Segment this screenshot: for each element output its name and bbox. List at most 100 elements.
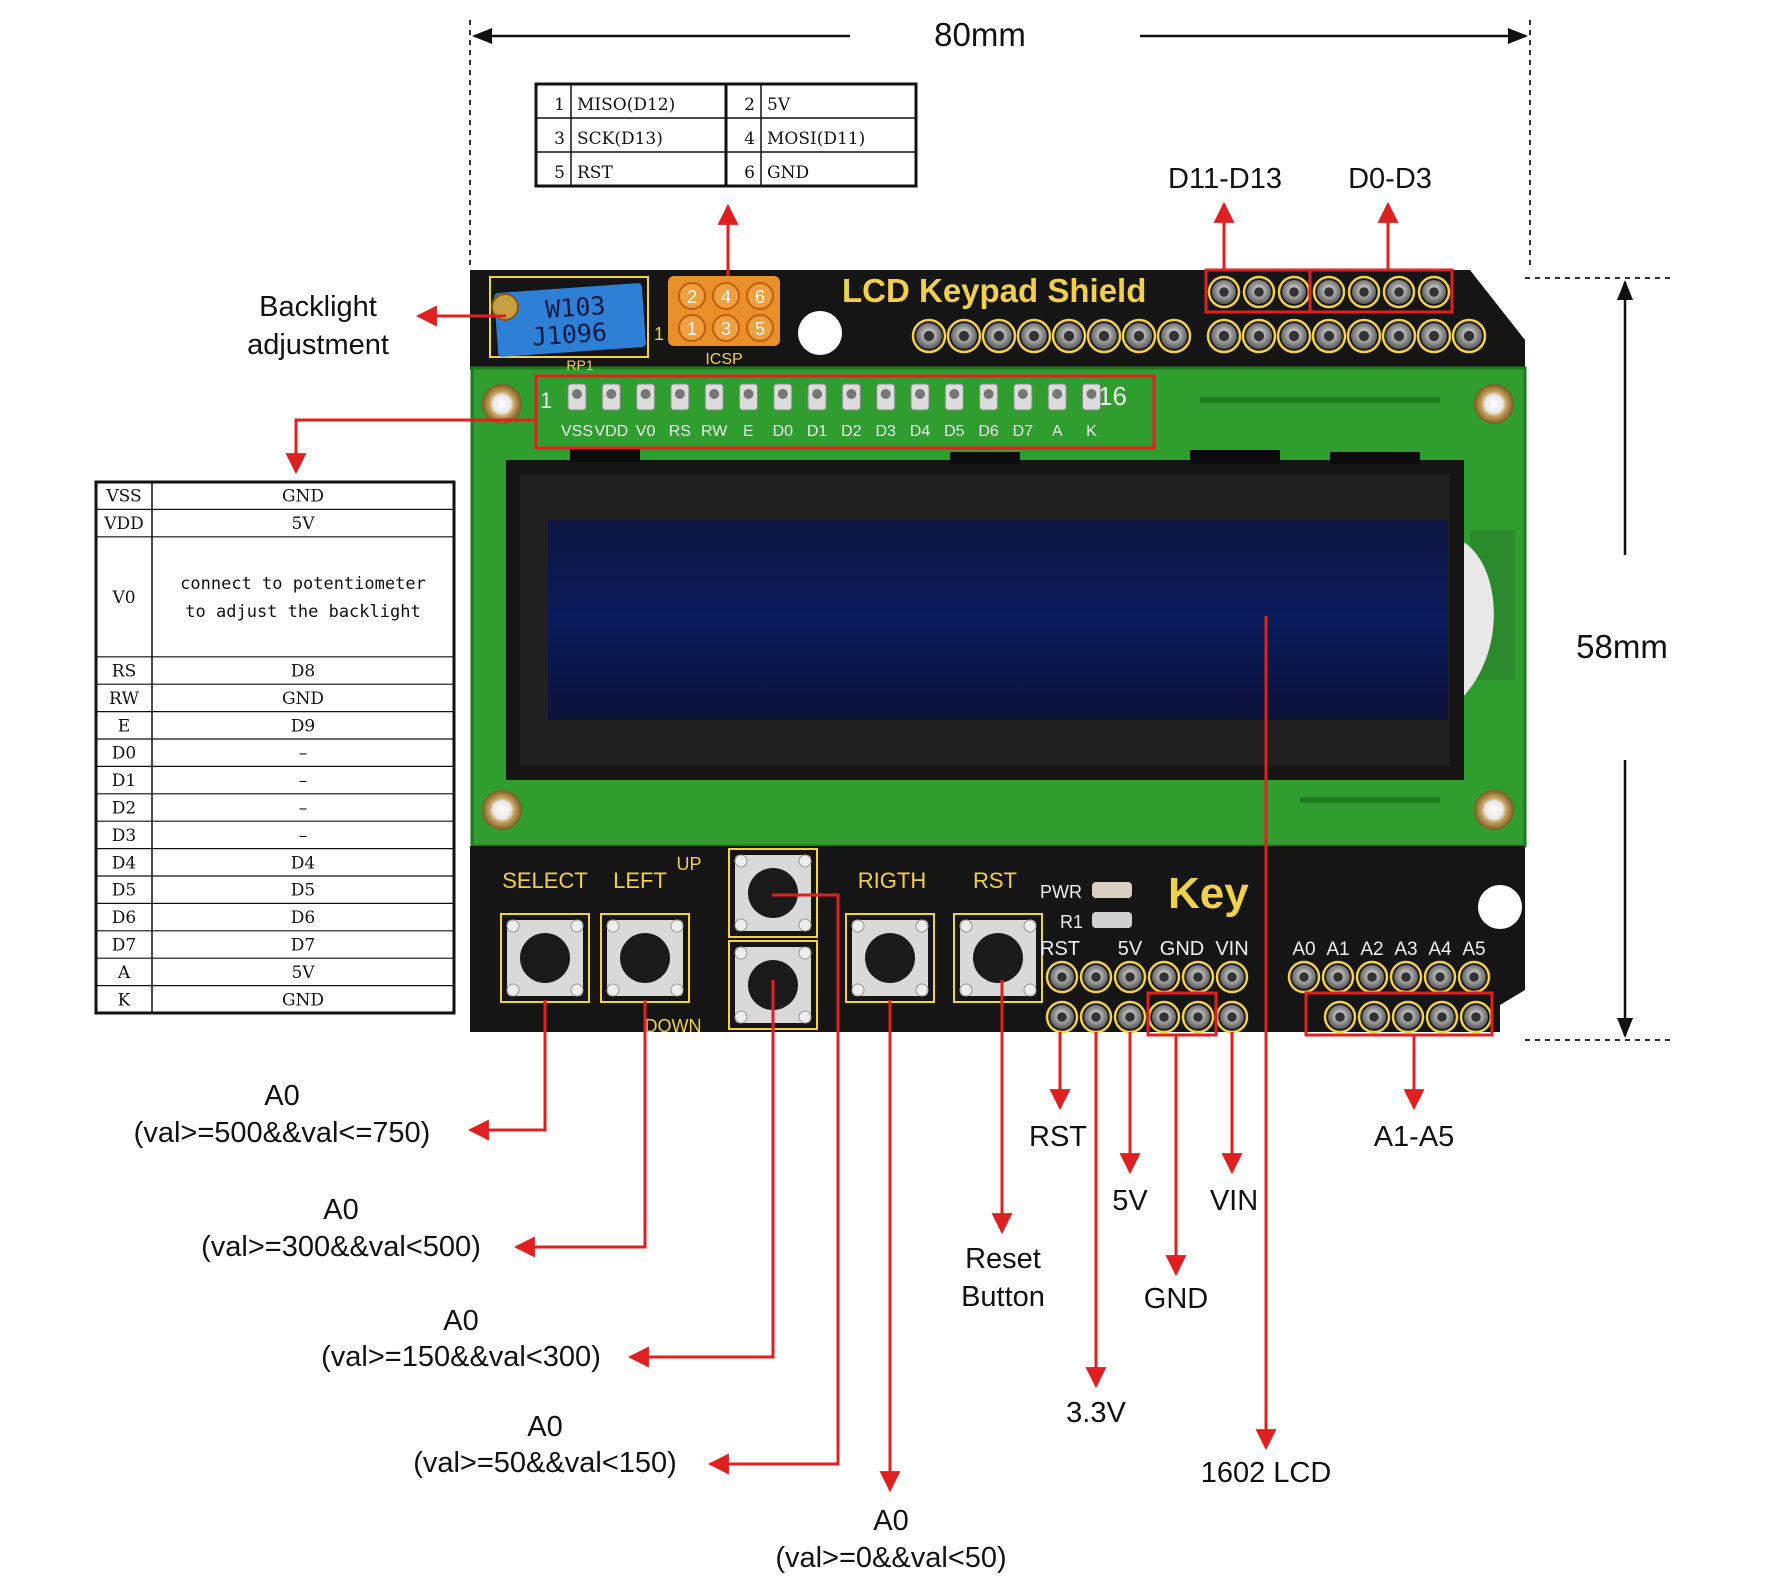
- icsp-pin-number: 5: [554, 163, 565, 183]
- digital-header-pin: [1382, 275, 1416, 309]
- lcd-pin-label: K: [1086, 423, 1097, 440]
- right-button-label: RIGTH: [858, 868, 926, 893]
- lcd-pin-label: VSS: [561, 423, 593, 440]
- lcd-table-connection: –: [299, 771, 308, 791]
- a1-a5-callout: A1-A5: [1374, 1121, 1455, 1153]
- digital-header-pin: [1417, 275, 1451, 309]
- up-button-label: UP: [676, 854, 701, 874]
- header-pin: [1416, 318, 1452, 354]
- lcd-table-connection: GND: [282, 689, 324, 709]
- power-header-pin: [1113, 960, 1147, 994]
- lcd-table-connection: GND: [282, 487, 324, 507]
- up-range-label: (val>=50&&val<150): [413, 1447, 677, 1479]
- digital-header-pin: [1242, 275, 1276, 309]
- lcd-table-connection: 5V: [291, 963, 315, 983]
- bottom-brand: Key: [1168, 869, 1249, 918]
- icsp-pin-number: 2: [687, 287, 697, 307]
- lcd-callout: 1602 LCD: [1201, 1457, 1332, 1489]
- lcd-table-connection: to adjust the backlight: [185, 602, 420, 622]
- icsp-pin-number: 1: [554, 95, 565, 115]
- power-header-pin: [1079, 960, 1113, 994]
- icsp-pin-number: 2: [744, 95, 755, 115]
- header-pin: [1451, 318, 1487, 354]
- header-pin: [1276, 318, 1312, 354]
- lcd-table-pin: D2: [112, 799, 136, 819]
- pot-marking-2: J1096: [531, 317, 608, 351]
- lcd-table-pin: RW: [109, 689, 139, 709]
- lcd-pin-end: 16: [1098, 381, 1127, 411]
- power-header-label: GND: [1160, 938, 1204, 960]
- lcd-pin-label: VDD: [594, 423, 628, 440]
- icsp-pin: [712, 282, 740, 310]
- lcd-table-connection: GND: [282, 990, 324, 1010]
- lcd-table-connection: D5: [291, 881, 315, 901]
- analog-header-pin: [1391, 1000, 1425, 1034]
- pot-ref: RP1: [566, 357, 593, 373]
- down-button-label: DOWN: [645, 1016, 702, 1036]
- icsp-pin-signal: MOSI(D11): [767, 129, 865, 149]
- icsp-pin-signal: SCK(D13): [577, 129, 663, 149]
- lcd-table-pin: A: [117, 963, 131, 983]
- digital-header-pin: [1312, 275, 1346, 309]
- reset-button[interactable]: [953, 913, 1043, 1003]
- select-button[interactable]: [500, 913, 590, 1003]
- d0-d3-highlight: [1308, 268, 1454, 314]
- lcd-table-connection: D8: [291, 662, 315, 682]
- icsp-pin-signal: RST: [577, 163, 613, 183]
- reset-button-callout-1: Reset: [965, 1243, 1041, 1275]
- backlight-potentiometer[interactable]: W103 J1096 1 RP1: [489, 276, 664, 373]
- analog-header-pin: [1357, 1000, 1391, 1034]
- lcd-table-pin: E: [118, 716, 130, 736]
- board-title: LCD Keypad Shield: [842, 272, 1146, 309]
- down-a0-label: A0: [443, 1305, 478, 1337]
- rst-callout: RST: [1029, 1121, 1087, 1153]
- lcd-table-connection: –: [299, 744, 308, 764]
- power-header-pin: [1045, 1000, 1079, 1034]
- keypad-buttons: SELECT LEFT UP DOWN RIGTH RST: [500, 848, 1043, 1036]
- header-pin: [1121, 318, 1157, 354]
- header-pin: [946, 318, 982, 354]
- lcd-table-pin: D1: [112, 771, 136, 791]
- lcd-pin-label: D0: [773, 423, 794, 440]
- right-button[interactable]: [845, 913, 935, 1003]
- lcd-table-connection: D6: [291, 908, 315, 928]
- lcd-table-connection: –: [299, 799, 308, 819]
- up-button[interactable]: [728, 848, 818, 938]
- vin-callout: VIN: [1210, 1185, 1258, 1217]
- select-range-label: (val>=500&&val<=750): [134, 1117, 431, 1149]
- power-header-label: 5V: [1118, 938, 1143, 960]
- reset-button-callout-2: Button: [961, 1281, 1045, 1313]
- pot-pin-1: 1: [654, 324, 664, 344]
- power-header-label: RST: [1040, 938, 1080, 960]
- callout-lines: [285, 201, 1425, 1493]
- select-a0-label: A0: [264, 1080, 299, 1112]
- analog-header-label: A5: [1462, 939, 1485, 960]
- icsp-pin: [746, 282, 774, 310]
- lcd-pin-label: E: [743, 423, 754, 440]
- lcd-1602-module: [506, 397, 1464, 803]
- 3v3-callout: 3.3V: [1066, 1397, 1126, 1429]
- select-button-label: SELECT: [502, 868, 588, 893]
- right-a0-label: A0: [873, 1505, 908, 1537]
- height-dimension: 58mm: [1525, 277, 1675, 1041]
- header-pin: [1206, 318, 1242, 354]
- power-header-pin: [1215, 960, 1249, 994]
- lcd-table-pin: D0: [112, 744, 136, 764]
- header-pin: [1311, 318, 1347, 354]
- width-dimension: 80mm: [469, 16, 1531, 270]
- a1-a5-highlight: [1304, 991, 1494, 1037]
- icsp-pin-number: 5: [755, 319, 765, 339]
- header-pin: [911, 318, 947, 354]
- header-pin: [1381, 318, 1417, 354]
- icsp-pin: [678, 282, 706, 310]
- lcd-pin-label: D1: [807, 423, 828, 440]
- icsp-pin-signal: MISO(D12): [577, 95, 675, 115]
- lcd-table-pin: D7: [112, 936, 136, 956]
- width-label: 80mm: [934, 16, 1026, 53]
- icsp-pin-number: 4: [721, 287, 731, 307]
- left-button[interactable]: [600, 913, 690, 1003]
- lcd-table-connection: D4: [291, 853, 315, 873]
